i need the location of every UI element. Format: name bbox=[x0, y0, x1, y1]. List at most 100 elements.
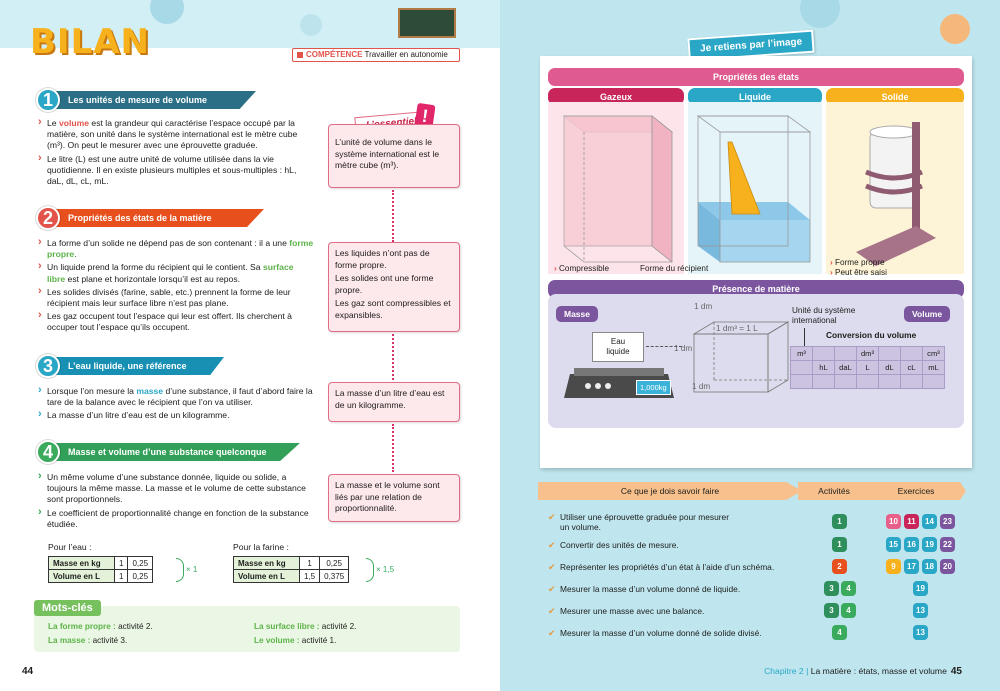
skill-row: Utiliser une éprouvette graduée pour mes… bbox=[548, 512, 790, 532]
skill-row: Mesurer la masse d’un volume donné de li… bbox=[548, 584, 740, 594]
activity-badge[interactable]: 1 bbox=[832, 514, 847, 529]
note-3: La masse d’un litre d’eau est de un kilo… bbox=[328, 382, 460, 422]
section-1-header: 1 Les unités de mesure de volume bbox=[36, 88, 256, 112]
keyword-item: La surface libre : activité 2. bbox=[254, 622, 357, 631]
dimension-label: 1 dm bbox=[692, 382, 711, 391]
dotted-connector bbox=[392, 334, 394, 380]
solid-header: Solide bbox=[826, 88, 964, 105]
skill-row: Mesurer la masse d’un volume donné de so… bbox=[548, 628, 762, 638]
bubble-decoration bbox=[300, 14, 322, 36]
exercise-badge[interactable]: 9 bbox=[886, 559, 901, 574]
keyword-item: Le volume : activité 1. bbox=[254, 636, 337, 645]
volume-tag: Volume bbox=[904, 306, 951, 322]
coef-brace bbox=[176, 558, 184, 582]
liquid-cube-icon bbox=[696, 115, 812, 263]
section-4-header: 4 Masse et volume d’une substance quelco… bbox=[36, 440, 300, 464]
coef-brace bbox=[366, 558, 374, 582]
keyword-item: La masse : activité 3. bbox=[48, 636, 128, 645]
activity-badge[interactable]: 4 bbox=[841, 603, 856, 618]
section-1-text: Le volume est la grandeur qui caractéris… bbox=[38, 117, 314, 189]
competence-badge: COMPÉTENCE Travailler en autonomie bbox=[292, 48, 460, 62]
skill-row: Mesurer une masse avec une balance. bbox=[548, 606, 704, 616]
arrow-line bbox=[804, 328, 805, 346]
activity-badge[interactable]: 4 bbox=[841, 581, 856, 596]
dotted-connector bbox=[392, 424, 394, 472]
exercise-badge[interactable]: 19 bbox=[922, 537, 937, 552]
exercise-badge[interactable]: 10 bbox=[886, 514, 901, 529]
liquid-header: Liquide bbox=[688, 88, 822, 105]
activity-badge[interactable]: 3 bbox=[824, 603, 839, 618]
exercise-badge[interactable]: 14 bbox=[922, 514, 937, 529]
activity-badge[interactable]: 1 bbox=[832, 537, 847, 552]
note-2: Les liquides n’ont pas de forme propre.L… bbox=[328, 242, 460, 332]
exercise-badge[interactable]: 20 bbox=[940, 559, 955, 574]
planet-decoration bbox=[940, 14, 970, 44]
properties-header: Propriétés des états bbox=[548, 68, 964, 86]
bubble-decoration bbox=[800, 0, 840, 28]
section-4-text: Un même volume d’une substance donnée, l… bbox=[38, 471, 314, 532]
page-title: BILAN bbox=[30, 22, 150, 62]
compressible-label: › Compressible bbox=[554, 264, 610, 273]
right-page: Je retiens par l’image Propriétés des ét… bbox=[500, 0, 1000, 691]
scale-display: 1,000kg bbox=[636, 380, 671, 395]
exercises-header: Exercices bbox=[866, 482, 966, 500]
solid-stand-icon bbox=[856, 122, 936, 266]
page-number: 44 bbox=[22, 666, 34, 677]
water-table-caption: Pour l’eau : bbox=[48, 542, 92, 552]
activity-badge[interactable]: 4 bbox=[832, 625, 847, 640]
activity-badge[interactable]: 2 bbox=[832, 559, 847, 574]
mass-tag: Masse bbox=[556, 306, 598, 322]
dimension-label: 1 dm bbox=[674, 344, 693, 353]
activities-header: Activités bbox=[798, 482, 870, 500]
section-3-header: 3 L’eau liquide, une référence bbox=[36, 354, 224, 378]
exercise-badge[interactable]: 18 bbox=[922, 559, 937, 574]
exercise-badge[interactable]: 19 bbox=[913, 581, 928, 596]
keyword-item: La forme propre : activité 2. bbox=[48, 622, 153, 631]
exercise-badge[interactable]: 13 bbox=[913, 625, 928, 640]
exercise-badge[interactable]: 23 bbox=[940, 514, 955, 529]
activity-badge[interactable]: 3 bbox=[824, 581, 839, 596]
section-2-header: 2 Propriétés des états de la matière bbox=[36, 206, 264, 230]
dimension-label: 1 dm bbox=[694, 302, 713, 311]
water-coef: × 1 bbox=[186, 565, 198, 574]
presence-header: Présence de matière bbox=[548, 280, 964, 298]
container-shape-label: Forme du récipient bbox=[640, 264, 709, 273]
flour-coef: × 1,5 bbox=[376, 565, 395, 574]
exercise-badge[interactable]: 17 bbox=[904, 559, 919, 574]
exercise-badge[interactable]: 11 bbox=[904, 514, 919, 529]
flour-table-caption: Pour la farine : bbox=[233, 542, 289, 552]
liquid-illustration bbox=[688, 102, 822, 274]
section-3-text: Lorsque l’on mesure la masse d’une subst… bbox=[38, 385, 314, 424]
gas-header: Gazeux bbox=[548, 88, 684, 105]
image-panel: Propriétés des états Gazeux Liquide Soli… bbox=[540, 56, 972, 468]
exercise-badge[interactable]: 15 bbox=[886, 537, 901, 552]
exercise-badge[interactable]: 16 bbox=[904, 537, 919, 552]
skill-row: Représenter les propriétés d’un état à l… bbox=[548, 562, 774, 572]
mots-cles-box: Mots-clés La forme propre : activité 2. … bbox=[34, 600, 460, 652]
chapter-footer: Chapitre 2 | La matière : états, masse e… bbox=[764, 666, 962, 677]
solid-property-labels: › Forme propre› Peut être saisi bbox=[830, 258, 887, 277]
dashed-arrow bbox=[646, 346, 682, 347]
cube-1dm-icon bbox=[692, 321, 790, 393]
equivalence-label: 1 dm³ = 1 L bbox=[716, 324, 758, 333]
molecule-board-icon bbox=[398, 8, 456, 38]
dotted-connector bbox=[392, 190, 394, 242]
gas-cube-icon bbox=[562, 115, 674, 263]
mots-cles-title: Mots-clés bbox=[34, 600, 101, 616]
skills-header: Ce que je dois savoir faire bbox=[538, 482, 802, 500]
gas-illustration bbox=[548, 102, 684, 274]
left-page: BILAN COMPÉTENCE Travailler en autonomie… bbox=[0, 0, 500, 691]
exercise-badge[interactable]: 22 bbox=[940, 537, 955, 552]
note-1: L’unité de volume dans le système intern… bbox=[328, 124, 460, 188]
note-4: La masse et le volume sont liés par une … bbox=[328, 474, 460, 522]
section-2-text: La forme d’un solide ne dépend pas de so… bbox=[38, 237, 314, 336]
exercise-badge[interactable]: 13 bbox=[913, 603, 928, 618]
conversion-title: Conversion du volume bbox=[826, 330, 917, 340]
skill-row: Convertir des unités de mesure. bbox=[548, 540, 679, 550]
